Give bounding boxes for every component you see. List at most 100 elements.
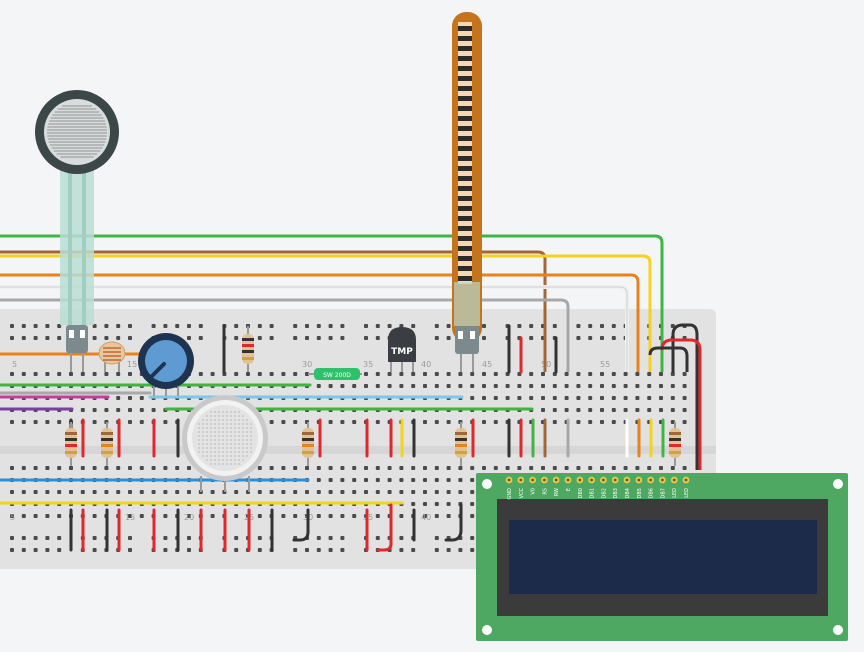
- breadboard-hole[interactable]: [257, 336, 262, 340]
- breadboard-hole[interactable]: [104, 466, 109, 470]
- breadboard-hole[interactable]: [293, 490, 298, 494]
- breadboard-hole[interactable]: [564, 384, 569, 388]
- breadboard-hole[interactable]: [163, 536, 168, 540]
- breadboard-hole[interactable]: [399, 372, 404, 376]
- breadboard-hole[interactable]: [399, 490, 404, 494]
- breadboard-hole[interactable]: [187, 324, 191, 328]
- breadboard-hole[interactable]: [139, 408, 144, 412]
- resistor[interactable]: [302, 422, 314, 466]
- force-sensor[interactable]: [35, 90, 119, 372]
- breadboard-hole[interactable]: [470, 514, 475, 518]
- breadboard-hole[interactable]: [175, 324, 180, 328]
- breadboard-hole[interactable]: [446, 490, 451, 494]
- breadboard-hole[interactable]: [163, 514, 168, 518]
- breadboard-hole[interactable]: [10, 372, 14, 376]
- breadboard-hole[interactable]: [234, 490, 239, 494]
- breadboard-hole[interactable]: [387, 324, 392, 328]
- breadboard-hole[interactable]: [10, 548, 14, 552]
- tilt-switch[interactable]: SW 200D: [308, 368, 362, 380]
- breadboard-hole[interactable]: [434, 490, 439, 494]
- breadboard-hole[interactable]: [588, 384, 593, 388]
- breadboard-hole[interactable]: [80, 466, 85, 470]
- breadboard-hole[interactable]: [458, 466, 463, 470]
- resistor-body[interactable]: [669, 428, 681, 458]
- breadboard-hole[interactable]: [340, 536, 345, 540]
- breadboard-hole[interactable]: [128, 514, 132, 518]
- breadboard-hole[interactable]: [446, 324, 451, 328]
- resistor[interactable]: [65, 422, 77, 466]
- breadboard-hole[interactable]: [340, 478, 345, 482]
- breadboard-hole[interactable]: [600, 336, 604, 340]
- breadboard-hole[interactable]: [45, 420, 50, 424]
- breadboard-hole[interactable]: [375, 324, 380, 328]
- breadboard-hole[interactable]: [163, 420, 168, 424]
- breadboard-hole[interactable]: [316, 536, 321, 540]
- breadboard-hole[interactable]: [305, 324, 309, 328]
- breadboard-hole[interactable]: [340, 490, 345, 494]
- flex-sensor[interactable]: [452, 12, 482, 372]
- wire-orange-overhead[interactable]: [0, 273, 640, 372]
- breadboard-hole[interactable]: [116, 466, 121, 470]
- resistor[interactable]: [669, 422, 681, 466]
- breadboard-hole[interactable]: [458, 478, 463, 482]
- breadboard-hole[interactable]: [21, 490, 26, 494]
- breadboard-hole[interactable]: [552, 466, 557, 470]
- breadboard-hole[interactable]: [10, 536, 14, 540]
- breadboard-hole[interactable]: [552, 396, 557, 400]
- breadboard-hole[interactable]: [352, 466, 357, 470]
- breadboard-hole[interactable]: [588, 466, 593, 470]
- photoresistor-body[interactable]: [98, 341, 126, 365]
- breadboard-hole[interactable]: [659, 396, 663, 400]
- breadboard-hole[interactable]: [541, 384, 545, 388]
- breadboard-hole[interactable]: [434, 478, 439, 482]
- breadboard-hole[interactable]: [434, 336, 439, 340]
- resistor-body[interactable]: [455, 428, 467, 458]
- breadboard-hole[interactable]: [57, 548, 62, 552]
- breadboard-hole[interactable]: [635, 372, 640, 376]
- breadboard-hole[interactable]: [257, 372, 262, 376]
- breadboard-hole[interactable]: [411, 384, 416, 388]
- breadboard-hole[interactable]: [635, 466, 640, 470]
- breadboard-hole[interactable]: [611, 408, 616, 412]
- breadboard-hole[interactable]: [541, 408, 545, 412]
- breadboard-hole[interactable]: [470, 384, 475, 388]
- breadboard-hole[interactable]: [541, 466, 545, 470]
- breadboard-hole[interactable]: [529, 384, 534, 388]
- breadboard-hole[interactable]: [399, 548, 404, 552]
- breadboard-hole[interactable]: [128, 324, 132, 328]
- breadboard-hole[interactable]: [670, 324, 675, 328]
- wire-black-rail[interactable]: [671, 323, 699, 470]
- breadboard-hole[interactable]: [387, 372, 392, 376]
- breadboard-hole[interactable]: [682, 420, 687, 424]
- breadboard-hole[interactable]: [57, 466, 62, 470]
- breadboard-hole[interactable]: [92, 336, 97, 340]
- breadboard-hole[interactable]: [151, 490, 156, 494]
- breadboard-hole[interactable]: [234, 514, 239, 518]
- breadboard-hole[interactable]: [293, 548, 298, 552]
- breadboard-hole[interactable]: [576, 384, 581, 388]
- breadboard-hole[interactable]: [458, 372, 463, 376]
- breadboard-hole[interactable]: [446, 502, 451, 506]
- breadboard-hole[interactable]: [611, 336, 616, 340]
- breadboard-hole[interactable]: [328, 324, 333, 328]
- breadboard-hole[interactable]: [328, 548, 333, 552]
- breadboard-hole[interactable]: [198, 324, 203, 328]
- breadboard-hole[interactable]: [57, 336, 62, 340]
- breadboard-hole[interactable]: [411, 490, 416, 494]
- resistor-body[interactable]: [101, 428, 113, 458]
- breadboard-hole[interactable]: [434, 384, 439, 388]
- breadboard-hole[interactable]: [423, 372, 427, 376]
- breadboard-hole[interactable]: [434, 536, 439, 540]
- breadboard-hole[interactable]: [10, 324, 14, 328]
- flex-sensor-connector[interactable]: [455, 326, 479, 354]
- breadboard-hole[interactable]: [458, 548, 463, 552]
- breadboard-hole[interactable]: [33, 420, 38, 424]
- breadboard-hole[interactable]: [611, 396, 616, 400]
- breadboard-hole[interactable]: [116, 408, 121, 412]
- breadboard-hole[interactable]: [234, 372, 239, 376]
- breadboard-hole[interactable]: [387, 478, 392, 482]
- breadboard-hole[interactable]: [116, 324, 121, 328]
- breadboard-hole[interactable]: [670, 396, 675, 400]
- breadboard-hole[interactable]: [600, 420, 604, 424]
